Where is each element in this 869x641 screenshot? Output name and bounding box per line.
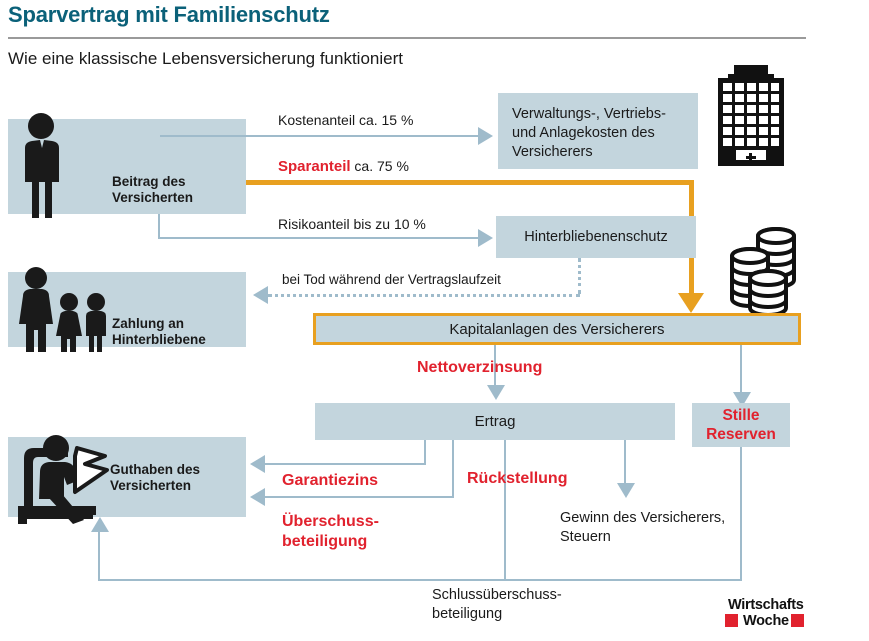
connector-nettoverzinsung xyxy=(494,345,496,387)
box-kapitalanlagen-label: Kapitalanlagen des Versicherers xyxy=(449,321,665,338)
label-sparanteil: Sparanteil ca. 75 % xyxy=(278,158,409,175)
connector-risikoanteil-drop xyxy=(158,214,160,239)
connector-stille-reserven-in xyxy=(740,345,742,394)
coin-stacks-icon xyxy=(730,227,796,317)
connector-schluss-up xyxy=(98,530,100,581)
logo-square-left xyxy=(725,614,738,627)
label-risikoanteil: Risikoanteil bis zu 10 % xyxy=(278,216,426,232)
person-icon xyxy=(25,113,59,218)
box-stille-reserven xyxy=(692,403,790,447)
arrowhead-sparanteil xyxy=(678,293,704,313)
connector-garantiezins-horizontal xyxy=(265,463,426,465)
logo-line-2: Woche xyxy=(743,613,789,629)
connector-sparanteil-horizontal xyxy=(246,180,694,185)
connector-bei-tod-horizontal xyxy=(268,294,580,297)
label-ueberschussbeteiligung: Überschuss-beteiligung xyxy=(282,513,379,550)
page-subtitle: Wie eine klassische Lebensversicherung f… xyxy=(8,49,403,68)
connector-risikoanteil-horizontal xyxy=(158,237,478,239)
connector-ueberschuss-horizontal xyxy=(265,496,454,498)
box-hinterbliebenenschutz-label: Hinterbliebenenschutz xyxy=(524,229,668,245)
box-verwaltungskosten-label: Verwaltungs-, Vertriebs- und Anlagekoste… xyxy=(512,106,666,160)
box-ertrag-label: Ertrag xyxy=(474,413,516,430)
label-gewinn-versicherer: Gewinn des Versicherers,Steuern xyxy=(560,510,726,545)
label-sparanteil-rest: ca. 75 % xyxy=(350,158,409,174)
header-divider xyxy=(8,37,806,39)
label-bei-tod: bei Tod während der Vertragslaufzeit xyxy=(282,272,501,287)
box-hinterbliebenenschutz xyxy=(496,216,696,258)
connector-rueckstellung xyxy=(504,440,506,581)
office-building-icon xyxy=(718,65,784,166)
label-schlussueberschussbeteiligung: Schlussüberschuss-beteiligung xyxy=(432,587,562,622)
label-kostenanteil: Kostenanteil ca. 15 % xyxy=(278,112,414,128)
arrowhead-bei-tod xyxy=(253,286,268,304)
box-kapitalanlagen xyxy=(313,313,801,345)
connector-bei-tod-vertical xyxy=(578,258,581,294)
reading-person-icon xyxy=(18,435,109,524)
label-garantiezins: Garantiezins xyxy=(282,472,379,489)
logo-line-1: Wirtschafts xyxy=(728,597,804,613)
connector-schluss-down xyxy=(740,447,742,581)
arrowhead-kostenanteil xyxy=(478,127,493,145)
arrowhead-garantiezins xyxy=(250,455,265,473)
label-sparanteil-red: Sparanteil xyxy=(278,158,351,175)
family-icon xyxy=(19,267,106,352)
box-ertrag xyxy=(315,403,675,440)
label-rueckstellung: Rückstellung xyxy=(467,470,568,487)
connector-garantiezins-drop xyxy=(424,440,426,465)
page-title: Sparvertrag mit Familienschutz xyxy=(8,2,330,27)
connector-ueberschuss-drop xyxy=(452,440,454,498)
label-nettoverzinsung: Nettoverzinsung xyxy=(417,359,543,376)
logo-square-right xyxy=(791,614,804,627)
arrowhead-gewinn xyxy=(617,483,635,498)
arrowhead-schluss xyxy=(91,517,109,532)
arrowhead-ueberschuss xyxy=(250,488,265,506)
connector-gewinn xyxy=(624,440,626,485)
connector-kostenanteil xyxy=(160,135,478,137)
box-verwaltungskosten xyxy=(498,93,698,169)
connector-schluss-horizontal xyxy=(98,579,742,581)
wirtschaftswoche-logo: Wirtschafts Woche xyxy=(725,597,807,631)
arrowhead-nettoverzinsung xyxy=(487,385,505,400)
arrowhead-risikoanteil xyxy=(478,229,493,247)
